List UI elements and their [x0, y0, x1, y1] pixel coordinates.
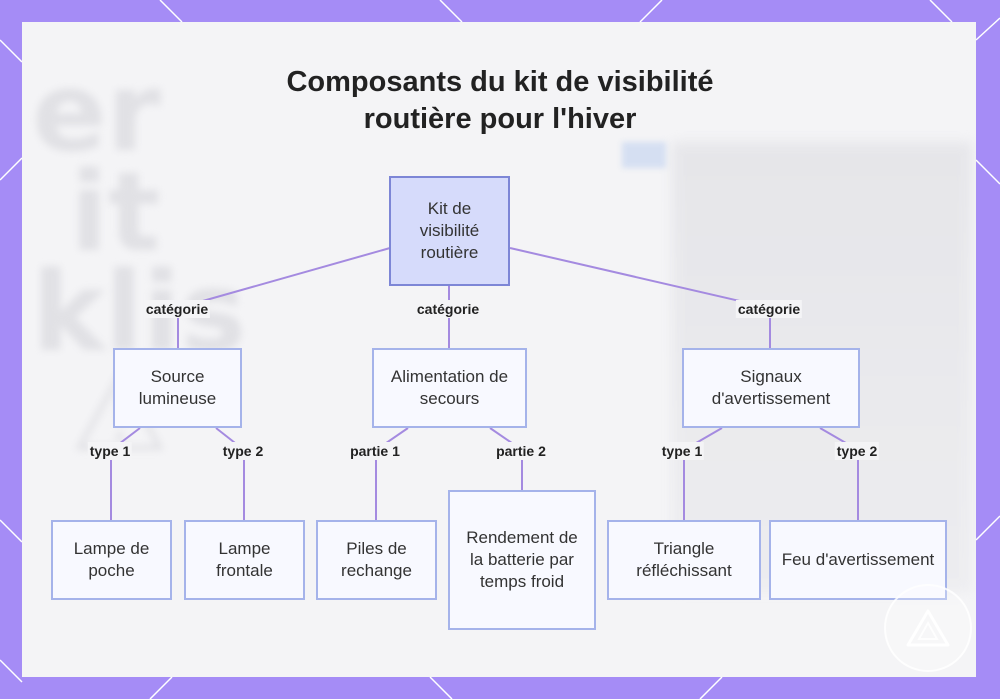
edge-root-cat1	[177, 247, 391, 309]
node-feu-avertissement: Feu d'avertissement	[769, 520, 947, 600]
edge-label-cat3: catégorie	[735, 300, 803, 318]
node-root-label: Kit de visibilité routière	[419, 199, 480, 262]
edge-label-leaf5: type 1	[659, 442, 705, 460]
node-feu-avertissement-label: Feu d'avertissement	[781, 550, 935, 569]
node-lampe-de-poche: Lampe de poche	[51, 520, 172, 600]
node-alimentation-secours: Alimentation de secours	[372, 348, 527, 428]
node-root: Kit de visibilité routière	[389, 176, 510, 286]
background-blur-accent	[622, 142, 666, 168]
edge-label-leaf6: type 2	[834, 442, 880, 460]
node-rendement-batterie-label: Rendement de la batterie par temps froid	[466, 528, 578, 591]
edge-label-leaf4: partie 2	[494, 442, 548, 460]
diagram-title: Composants du kit de visibilité routière…	[0, 64, 1000, 138]
edge-root-cat3	[509, 247, 771, 309]
node-source-lumineuse-label: Source lumineuse	[138, 367, 217, 408]
warning-triangle-icon	[884, 584, 972, 672]
node-source-lumineuse: Source lumineuse	[113, 348, 242, 428]
edge-label-cat1: catégorie	[143, 300, 211, 318]
edge-label-cat2: catégorie	[414, 300, 482, 318]
node-triangle-reflechissant-label: Triangle réfléchissant	[636, 539, 732, 580]
edge-label-leaf1: type 1	[87, 442, 133, 460]
node-alimentation-secours-label: Alimentation de secours	[390, 367, 509, 408]
node-signaux-avertissement-label: Signaux d'avertissement	[711, 367, 831, 408]
node-piles-de-rechange: Piles de rechange	[316, 520, 437, 600]
node-lampe-de-poche-label: Lampe de poche	[73, 539, 150, 580]
node-lampe-frontale: Lampe frontale	[184, 520, 305, 600]
title-line-1: Composants du kit de visibilité	[286, 66, 714, 98]
edge-label-leaf2: type 2	[220, 442, 266, 460]
node-lampe-frontale-label: Lampe frontale	[216, 539, 273, 580]
node-triangle-reflechissant: Triangle réfléchissant	[607, 520, 761, 600]
title-line-2: routière pour l'hiver	[363, 103, 637, 135]
node-rendement-batterie: Rendement de la batterie par temps froid	[448, 490, 596, 630]
edge-label-leaf3: partie 1	[348, 442, 402, 460]
node-piles-de-rechange-label: Piles de rechange	[341, 539, 412, 580]
node-signaux-avertissement: Signaux d'avertissement	[682, 348, 860, 428]
